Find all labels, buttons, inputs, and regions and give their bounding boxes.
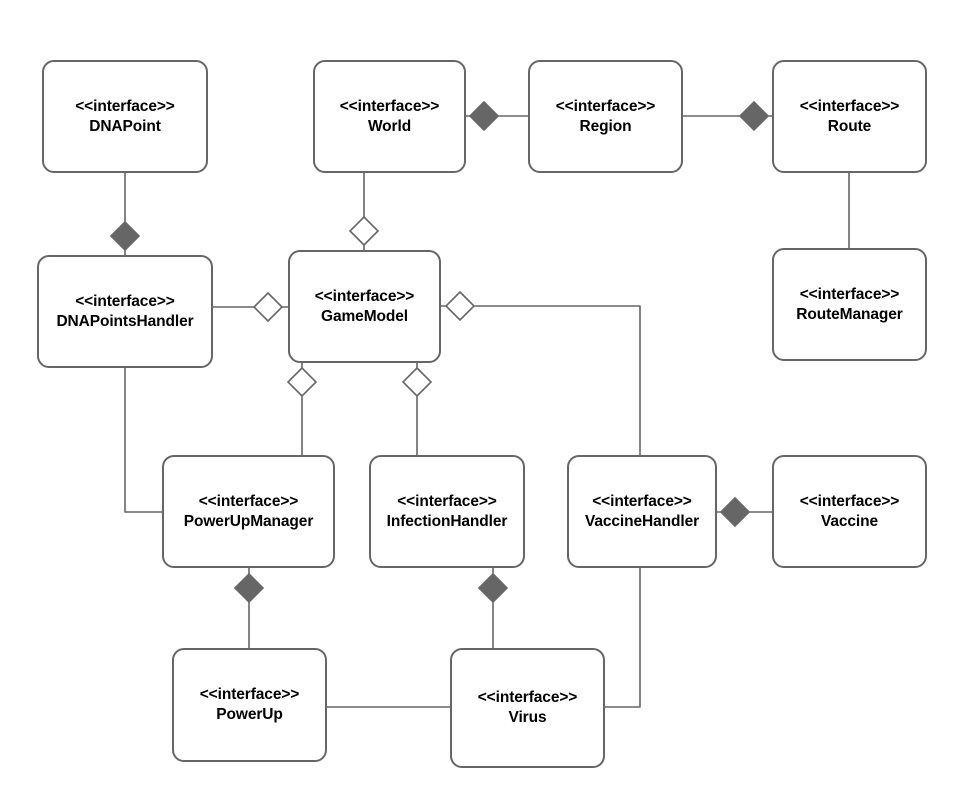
- class-name: DNAPointsHandler: [56, 312, 194, 330]
- uml-class-vaccinehandler[interactable]: <<interface>> VaccineHandler: [567, 455, 717, 568]
- edge-aggregation: [286, 362, 318, 456]
- edge-aggregation: [401, 362, 433, 456]
- composition-diamond: [468, 100, 500, 132]
- class-name: Route: [827, 117, 872, 135]
- class-stereotype: <<interface>>: [339, 97, 440, 115]
- class-stereotype: <<interface>>: [198, 492, 299, 510]
- class-name: Vaccine: [820, 512, 879, 530]
- edge-plain: [604, 567, 641, 708]
- edge-aggregation: [348, 172, 380, 251]
- uml-class-dnapointshandler[interactable]: <<interface>> DNAPointsHandler: [37, 255, 213, 368]
- class-stereotype: <<interface>>: [799, 97, 900, 115]
- edge-composition: [682, 100, 773, 132]
- uml-class-region[interactable]: <<interface>> Region: [528, 60, 683, 173]
- uml-class-route[interactable]: <<interface>> Route: [772, 60, 927, 173]
- uml-class-virus[interactable]: <<interface>> Virus: [450, 648, 605, 768]
- uml-class-powerupmanager[interactable]: <<interface>> PowerUpManager: [162, 455, 335, 568]
- class-name: RouteManager: [796, 305, 903, 323]
- class-stereotype: <<interface>>: [397, 492, 497, 510]
- class-name: PowerUpManager: [183, 512, 314, 530]
- class-name: InfectionHandler: [386, 512, 508, 530]
- composition-diamond: [233, 572, 265, 604]
- class-stereotype: <<interface>>: [799, 492, 900, 510]
- uml-class-gamemodel[interactable]: <<interface>> GameModel: [288, 250, 441, 363]
- edge-aggregation: [440, 290, 641, 456]
- class-name: VaccineHandler: [584, 512, 700, 530]
- class-stereotype: <<interface>>: [75, 292, 175, 310]
- edge-composition: [716, 496, 773, 528]
- class-stereotype: <<interface>>: [314, 287, 415, 305]
- class-stereotype: <<interface>>: [477, 689, 578, 707]
- class-stereotype: <<interface>>: [799, 285, 900, 303]
- aggregation-diamond: [444, 290, 476, 322]
- uml-class-vaccine[interactable]: <<interface>> Vaccine: [772, 455, 927, 568]
- edge-aggregation: [212, 291, 289, 323]
- composition-diamond: [477, 572, 509, 604]
- edge-plain: [124, 367, 163, 513]
- uml-class-routemanager[interactable]: <<interface>> RouteManager: [772, 248, 927, 361]
- class-name: GameModel: [321, 307, 408, 325]
- class-stereotype: <<interface>>: [592, 492, 692, 510]
- edge-composition: [465, 100, 529, 132]
- aggregation-diamond: [286, 366, 318, 398]
- class-name: Virus: [508, 709, 547, 726]
- class-stereotype: <<interface>>: [199, 686, 300, 704]
- class-name: World: [367, 117, 412, 135]
- aggregation-diamond: [348, 215, 380, 247]
- edge-composition: [233, 567, 265, 649]
- uml-class-world[interactable]: <<interface>> World: [313, 60, 466, 173]
- composition-diamond: [738, 100, 770, 132]
- edge-composition: [477, 567, 509, 649]
- class-stereotype: <<interface>>: [75, 97, 175, 115]
- class-name: PowerUp: [216, 706, 283, 723]
- class-name: DNAPoint: [89, 117, 161, 135]
- aggregation-diamond: [252, 291, 284, 323]
- uml-class-infectionhandler[interactable]: <<interface>> InfectionHandler: [369, 455, 525, 568]
- aggregation-diamond: [401, 366, 433, 398]
- class-stereotype: <<interface>>: [555, 97, 656, 115]
- composition-diamond: [719, 496, 751, 528]
- edge-composition: [109, 172, 141, 256]
- class-name: Region: [579, 117, 632, 135]
- uml-class-powerup[interactable]: <<interface>> PowerUp: [172, 648, 327, 762]
- uml-class-dnapoint[interactable]: <<interface>> DNAPoint: [42, 60, 208, 173]
- composition-diamond: [109, 220, 141, 252]
